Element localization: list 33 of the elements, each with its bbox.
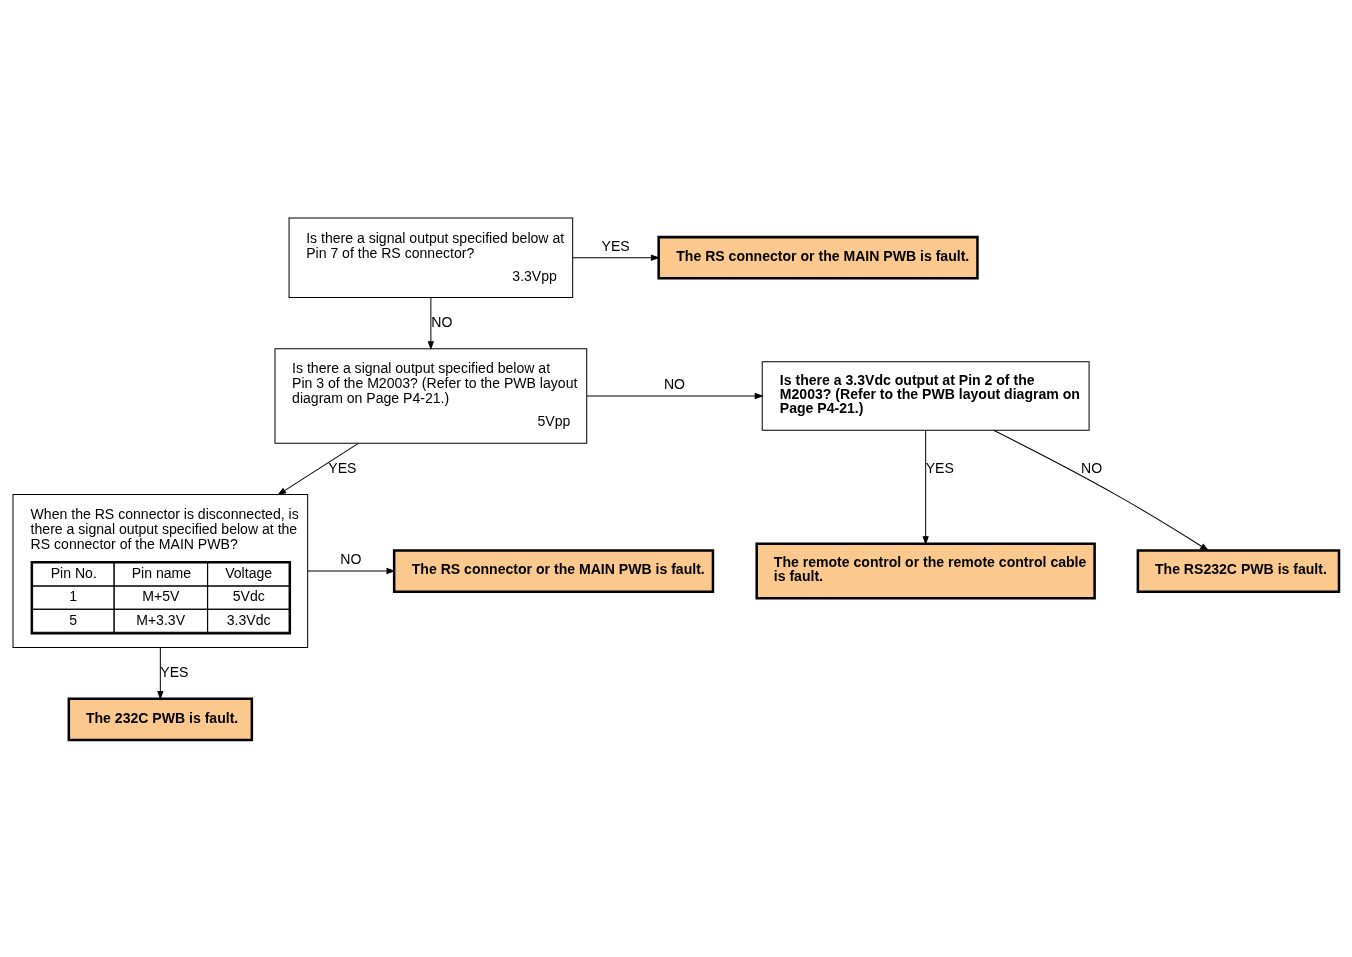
edge-label: YES <box>925 459 954 476</box>
edge-label: YES <box>601 237 630 254</box>
arrow <box>922 429 929 545</box>
arrow <box>277 442 359 495</box>
arrow <box>307 567 396 574</box>
label: Pin name <box>131 564 192 581</box>
label: 3.3Vdc <box>226 611 271 628</box>
node-box: Is there a 3.3Vdc output at Pin 2 of the M2003? (Refer to the PWB layout diagram on Page P4-21.) <box>761 360 1090 431</box>
node-box: The 232C PWB is fault. <box>67 697 254 741</box>
label: 5 <box>69 611 78 628</box>
edge-label: NO <box>340 550 362 567</box>
edge-label: YES <box>160 663 189 680</box>
label: 5Vdc <box>232 587 265 604</box>
edge-label: NO <box>1081 459 1103 476</box>
node-box: The RS connector or the MAIN PWB is fault. <box>392 548 715 593</box>
node-box: Is there a signal output specified below at Pin 3 of the M2003? (Refer to the PWB layout diagram on Page P4-21.) 5Vpp <box>274 347 588 444</box>
arrow <box>586 392 764 399</box>
arrow <box>157 646 164 700</box>
arrow <box>993 429 1210 551</box>
label: 1 <box>69 587 78 604</box>
node-box: The RS connector or the MAIN PWB is fault. <box>657 235 979 280</box>
node-box: The RS232C PWB is fault. <box>1136 548 1341 593</box>
edge-label: NO <box>431 313 453 330</box>
arrow <box>427 296 435 350</box>
node-box: The remote control or the remote control cable is fault. <box>755 542 1096 599</box>
label: Pin No. <box>50 564 97 581</box>
node-box: Is there a signal output specified below at Pin 7 of the RS connector? 3.3Vpp <box>288 217 574 298</box>
label: M+5V <box>142 587 180 604</box>
arrow <box>572 254 660 261</box>
edge-label: NO <box>663 375 686 392</box>
label: M+3.3V <box>136 611 186 628</box>
label: Voltage <box>225 564 273 581</box>
edge-label: YES <box>328 459 357 476</box>
